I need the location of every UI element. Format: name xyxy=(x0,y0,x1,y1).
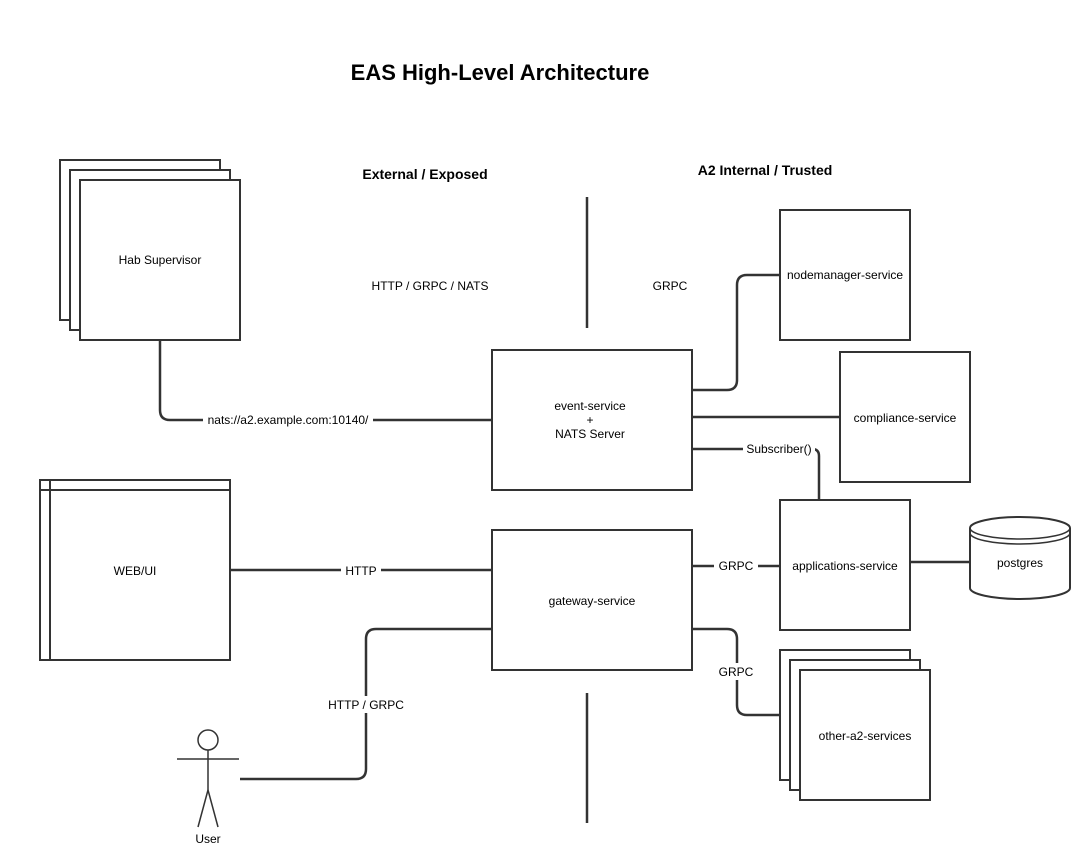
user-actor-icon xyxy=(177,729,239,828)
applications-service-label: applications-service xyxy=(792,559,898,573)
web-ui-label: WEB/UI xyxy=(114,564,157,578)
edge-label-grpc-applications: GRPC xyxy=(719,559,754,573)
nodemanager-service-node: nodemanager-service xyxy=(779,209,911,341)
edge-label-subscriber: Subscriber() xyxy=(746,442,811,456)
postgres-label: postgres xyxy=(997,556,1043,570)
edge-label-http-grpc: HTTP / GRPC xyxy=(328,698,404,712)
hab-supervisor-label: Hab Supervisor xyxy=(119,253,202,267)
edge-label-grpc-applications-group: GRPC xyxy=(714,557,758,574)
edge-label-http-group: HTTP xyxy=(341,562,381,579)
edge-label-grpc-other: GRPC xyxy=(719,665,754,679)
web-ui-node: WEB/UI xyxy=(39,479,231,661)
hab-supervisor-node: Hab Supervisor xyxy=(59,159,241,341)
protocol-note-external: HTTP / GRPC / NATS xyxy=(372,279,489,293)
event-service-node: event-service + NATS Server xyxy=(491,349,693,491)
edge-label-grpc-other-group: GRPC xyxy=(714,663,758,680)
zone-label-internal: A2 Internal / Trusted xyxy=(698,162,833,178)
edge-hab-to-event xyxy=(158,340,492,422)
compliance-service-label: compliance-service xyxy=(854,411,957,425)
diagram-title: EAS High-Level Architecture xyxy=(351,60,650,85)
other-a2-services-label: other-a2-services xyxy=(819,729,912,743)
gateway-service-label: gateway-service xyxy=(549,594,636,608)
edge-label-subscriber-group: Subscriber() xyxy=(743,440,815,457)
edge-label-nats-url-group: nats://a2.example.com:10140/ xyxy=(203,411,373,428)
nats-server-label: NATS Server xyxy=(555,427,625,441)
gateway-service-node: gateway-service xyxy=(491,529,693,671)
zone-label-external: External / Exposed xyxy=(362,166,487,182)
event-service-plus: + xyxy=(586,413,593,427)
nodemanager-service-label: nodemanager-service xyxy=(787,268,903,282)
postgres-database-node: postgres xyxy=(969,516,1071,600)
edge-label-nats-url: nats://a2.example.com:10140/ xyxy=(208,413,369,427)
other-a2-services-node: other-a2-services xyxy=(779,649,931,801)
edge-label-http: HTTP xyxy=(345,564,376,578)
edge-label-http-grpc-group: HTTP / GRPC xyxy=(324,696,408,713)
applications-service-node: applications-service xyxy=(779,499,911,631)
event-service-label: event-service xyxy=(554,399,626,413)
compliance-service-node: compliance-service xyxy=(839,351,971,483)
user-label: User xyxy=(195,832,220,846)
protocol-note-internal: GRPC xyxy=(653,279,688,293)
edge-event-to-nodemanager xyxy=(692,273,780,392)
